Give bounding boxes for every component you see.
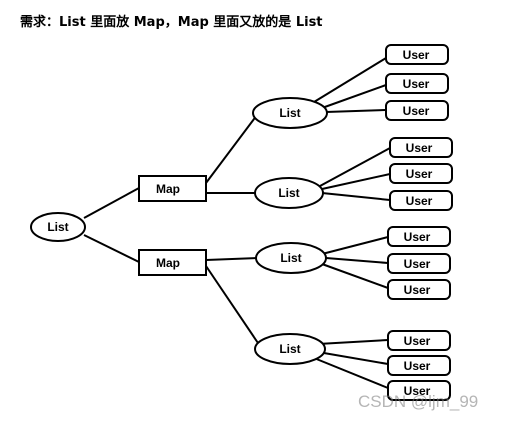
user-node-3: User	[385, 100, 449, 121]
user-label: User	[406, 194, 433, 208]
map-2-label: Map	[156, 256, 180, 270]
edge-root-map1	[83, 187, 140, 219]
edge-map2-list3	[205, 257, 258, 261]
user-node-1: User	[385, 44, 449, 65]
user-label: User	[404, 257, 431, 271]
edge-list3-user9	[321, 263, 389, 289]
edge-map2-list4	[205, 265, 261, 347]
diagram-title: 需求：List 里面放 Map，Map 里面又放的是 List	[20, 15, 323, 30]
user-node-11: User	[387, 355, 451, 376]
user-node-9: User	[387, 279, 451, 300]
user-label: User	[403, 104, 430, 118]
list-3-label: List	[280, 251, 301, 265]
edge-list1-user2	[321, 84, 387, 109]
connector-lines	[83, 57, 391, 389]
edge-root-map2	[83, 234, 140, 263]
user-label: User	[404, 230, 431, 244]
edge-list1-user1	[313, 57, 387, 103]
root-list-label: List	[47, 220, 68, 234]
user-node-5: User	[389, 163, 453, 184]
user-label: User	[404, 334, 431, 348]
edge-list4-user11	[317, 351, 389, 365]
edge-list3-user8	[325, 257, 389, 264]
edge-list2-user6	[321, 192, 391, 201]
user-label: User	[406, 167, 433, 181]
edge-map1-list1	[205, 114, 258, 184]
user-label: User	[404, 359, 431, 373]
user-node-8: User	[387, 253, 451, 274]
edge-list4-user12	[313, 357, 389, 389]
list-node-3: List	[255, 242, 327, 274]
root-list-node: List	[30, 212, 86, 242]
list-node-2: List	[254, 177, 324, 209]
list-node-1: List	[252, 97, 328, 129]
edge-list1-user3	[325, 109, 387, 113]
user-label: User	[403, 48, 430, 62]
user-node-10: User	[387, 330, 451, 351]
list-4-label: List	[279, 342, 300, 356]
edge-list4-user10	[317, 339, 389, 345]
user-label: User	[403, 77, 430, 91]
edge-list2-user4	[319, 147, 391, 187]
user-node-4: User	[389, 137, 453, 158]
user-node-6: User	[389, 190, 453, 211]
map-node-2: Map	[138, 249, 207, 276]
map-1-label: Map	[156, 182, 180, 196]
user-label: User	[404, 283, 431, 297]
user-node-2: User	[385, 73, 449, 94]
list-node-4: List	[254, 333, 326, 365]
edge-list3-user7	[321, 236, 389, 255]
edge-list2-user5	[321, 173, 391, 190]
user-label: User	[406, 141, 433, 155]
user-node-12: User	[387, 380, 451, 401]
user-label: User	[404, 384, 431, 398]
list-1-label: List	[279, 106, 300, 120]
watermark-text: CSDN @ljm_99	[358, 392, 479, 411]
map-node-1: Map	[138, 175, 207, 202]
list-2-label: List	[278, 186, 299, 200]
user-node-7: User	[387, 226, 451, 247]
